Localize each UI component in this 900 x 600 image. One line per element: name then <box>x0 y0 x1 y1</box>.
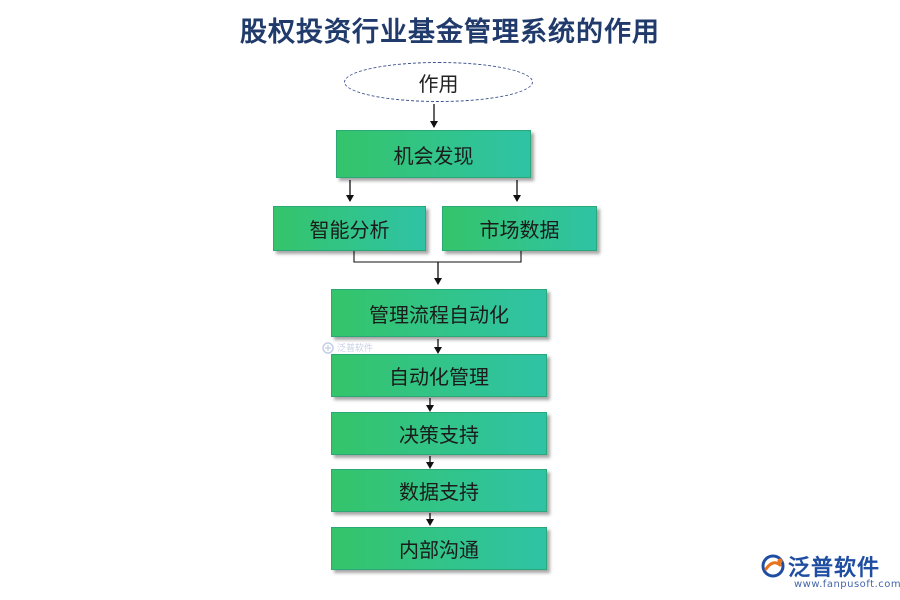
brand-url: www.fanpusoft.com <box>794 579 900 590</box>
node-opportunity: 机会发现 <box>336 130 531 178</box>
watermark-text: 泛普软件 <box>337 344 374 354</box>
node-market-data: 市场数据 <box>442 206 597 251</box>
arrowhead-opportunity-to-analysis <box>346 195 354 202</box>
arrowhead-process-to-automation <box>434 347 442 354</box>
root-node-label: 作用 <box>418 71 459 96</box>
node-data-support-label: 数据支持 <box>399 480 479 504</box>
node-process-automation: 管理流程自动化 <box>331 289 547 337</box>
arrowhead-opportunity-to-market <box>513 195 521 202</box>
node-internal-communication-label: 内部沟通 <box>399 538 479 562</box>
merge-bracket <box>353 251 522 263</box>
center-watermark: 泛普软件 <box>322 341 373 354</box>
node-market-data-label: 市场数据 <box>479 218 560 242</box>
node-decision-support-label: 决策支持 <box>399 423 479 447</box>
node-internal-communication: 内部沟通 <box>331 527 547 570</box>
diagram-title: 股权投资行业基金管理系统的作用 <box>240 17 660 48</box>
root-node: 作用 <box>344 62 533 102</box>
brand-logo: 泛普软件 www.fanpusoft.com <box>760 550 900 592</box>
node-opportunity-label: 机会发现 <box>393 143 474 168</box>
watermark-logo-icon <box>322 341 334 354</box>
node-process-automation-label: 管理流程自动化 <box>369 302 509 327</box>
arrowhead-root-to-opportunity <box>430 121 438 128</box>
arrowhead-automation-to-decision <box>426 405 434 412</box>
node-automation-management: 自动化管理 <box>331 354 547 397</box>
brand-logo-icon <box>761 554 785 578</box>
node-smart-analysis-label: 智能分析 <box>309 218 390 242</box>
brand-name: 泛普软件 <box>788 556 881 581</box>
node-automation-management-label: 自动化管理 <box>389 365 489 389</box>
node-data-support: 数据支持 <box>331 469 547 512</box>
node-smart-analysis: 智能分析 <box>273 206 426 251</box>
arrowhead-decision-to-data <box>426 462 434 469</box>
node-decision-support: 决策支持 <box>331 412 547 455</box>
arrowhead-data-to-communication <box>426 519 434 526</box>
arrowhead-merge-to-process <box>434 278 442 285</box>
